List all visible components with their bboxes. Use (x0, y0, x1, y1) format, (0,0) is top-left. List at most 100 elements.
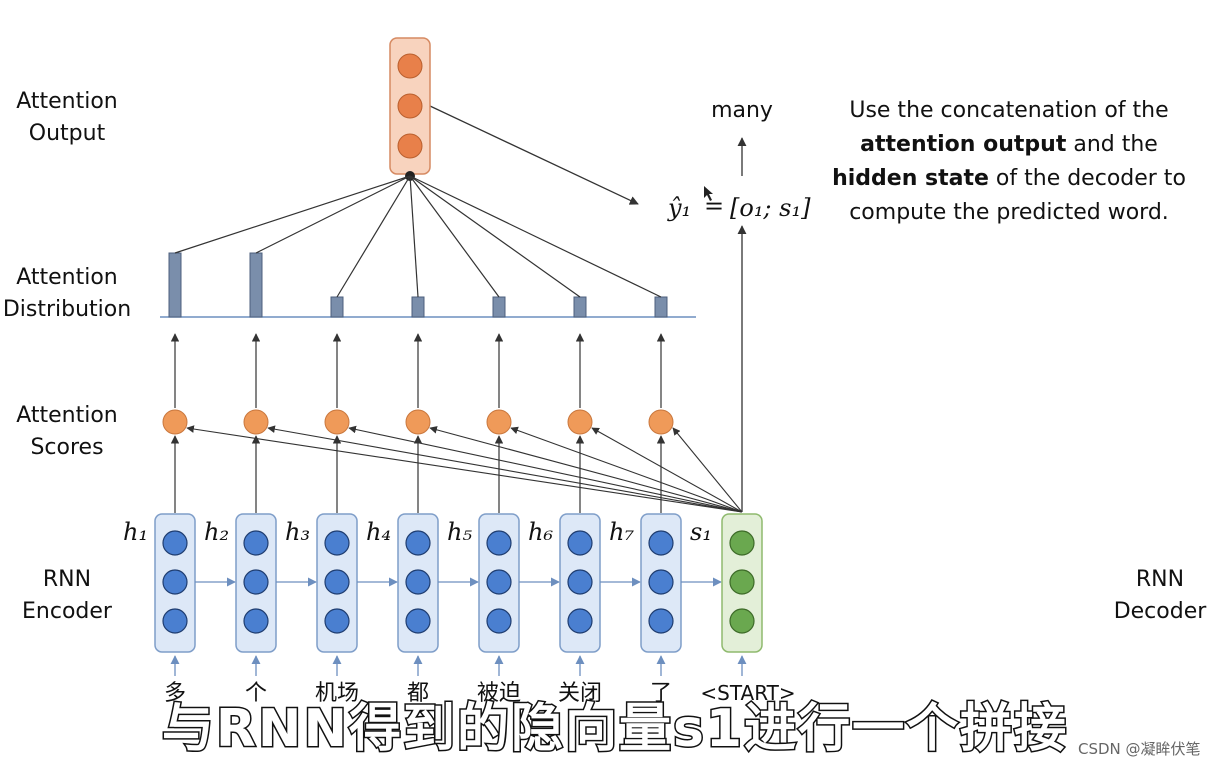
encoder-unit-dot (486, 608, 512, 634)
encoder-unit-dot (648, 530, 674, 556)
watermark: CSDN @凝眸伏笔 (1078, 740, 1201, 758)
attention-output-label-line1: Attention (16, 89, 118, 114)
encoder-unit-dot (162, 569, 188, 595)
decoder-to-score-arrow (591, 427, 743, 513)
video-subtitle: 与RNN得到的隐向量s1进行一个拼接 (160, 698, 1069, 761)
attention-output-label: Attention Output (0, 86, 134, 150)
encoder-unit-dot (324, 530, 350, 556)
hidden-state-label: h₆ (528, 518, 553, 546)
attention-score-dot (567, 409, 593, 435)
encoder-unit-dot (567, 608, 593, 634)
attention-distribution-label-line1: Attention (16, 265, 118, 290)
rnn-decoder-label: RNN Decoder (1100, 564, 1220, 628)
encoder-unit-dot (486, 530, 512, 556)
input-token: 关闭 (558, 681, 602, 706)
attention-score-dot (162, 409, 188, 435)
attention-score-dot (324, 409, 350, 435)
weighted-sum-line (409, 175, 419, 298)
attention-output-label-line2: Output (28, 121, 106, 146)
explanation-note: Use the concatenation of the attention o… (824, 94, 1194, 230)
attention-output-dot (397, 93, 423, 119)
equation-rhs: [o₁; s₁] (730, 194, 811, 222)
note-text-2: and the (1073, 132, 1158, 157)
attention-weight-bar (573, 296, 587, 318)
weighted-sum-line (174, 175, 411, 254)
attention-score-dot (405, 409, 431, 435)
attention-distribution-label: Attention Distribution (0, 262, 134, 326)
weighted-sum-line (336, 175, 411, 298)
hidden-state-label: h₃ (285, 518, 310, 546)
weighted-sum-line (255, 175, 411, 254)
decoder-to-score-arrow (510, 426, 743, 513)
encoder-unit-dot (648, 569, 674, 595)
attention-distribution-label-line2: Distribution (2, 297, 132, 322)
equation-equals: = (704, 192, 724, 220)
hidden-state-label: h₅ (447, 518, 472, 546)
attention-scores-label-line2: Scores (30, 435, 104, 460)
rnn-encoder-label-line2: Encoder (22, 599, 112, 624)
encoder-unit-dot (405, 569, 431, 595)
decoder-to-score-arrow (429, 426, 743, 513)
attention-scores-label-line1: Attention (16, 403, 118, 428)
attention-weight-bar (492, 296, 506, 318)
note-bold-1: attention output (860, 132, 1067, 157)
hidden-state-label: h₇ (609, 518, 634, 546)
attention-weight-bar (411, 296, 425, 318)
output-word: many (711, 98, 773, 123)
equation: ŷ₁ = [o₁; s₁] (667, 192, 811, 222)
decoder-unit-dot (729, 608, 755, 634)
note-text-1: Use the concatenation of the (849, 98, 1169, 123)
encoder-unit-dot (243, 569, 269, 595)
decoder-to-score-arrow (267, 425, 743, 513)
decoder-state-label: s₁ (690, 518, 712, 546)
input-token: 都 (407, 681, 429, 706)
encoder-unit-dot (648, 608, 674, 634)
attention-weight-bar (168, 252, 182, 318)
encoder-unit-dot (567, 569, 593, 595)
encoder-unit-dot (324, 608, 350, 634)
encoder-unit-dot (405, 608, 431, 634)
attention-weight-bar (249, 252, 263, 318)
rnn-decoder-label-line1: RNN (1135, 567, 1185, 592)
hidden-state-label: h₁ (123, 518, 148, 546)
encoder-unit-dot (162, 608, 188, 634)
attention-weight-bar (330, 296, 344, 318)
attention-output-dot (397, 53, 423, 79)
input-token: 多 (164, 681, 186, 706)
note-text-3: of the decoder to compute the predicted … (849, 166, 1186, 225)
cursor-icon (704, 186, 713, 201)
decoder-to-score-arrow (672, 427, 743, 513)
input-token: 机场 (315, 681, 359, 706)
hidden-state-label: h₂ (204, 518, 229, 546)
encoder-unit-dot (243, 608, 269, 634)
attention-scores-label: Attention Scores (0, 400, 134, 464)
attention-network: 多 h₁ 个 h₂ 机场 h₃ 都 h₄ 被迫 h₅ 关闭 h₆ 了 h₇ <START> s₁ (123, 175, 796, 706)
attention-score-dot (243, 409, 269, 435)
decoder-unit-dot (729, 530, 755, 556)
output-to-prediction-arrow (429, 105, 639, 205)
weighted-sum-line (409, 175, 662, 298)
encoder-unit-dot (162, 530, 188, 556)
weighted-sum-line (409, 175, 500, 298)
rnn-encoder-label-line1: RNN (42, 567, 92, 592)
input-token: 个 (245, 681, 267, 706)
note-bold-2: hidden state (832, 166, 989, 191)
decoder-to-score-arrow (186, 425, 743, 513)
attention-score-dot (648, 409, 674, 435)
decoder-unit-dot (729, 569, 755, 595)
hidden-state-label: h₄ (366, 518, 391, 546)
attention-output-dot (397, 133, 423, 159)
encoder-unit-dot (486, 569, 512, 595)
attention-score-dot (486, 409, 512, 435)
attention-weight-bar (654, 296, 668, 318)
input-token: 被迫 (477, 681, 521, 706)
encoder-unit-dot (243, 530, 269, 556)
decoder-start-token: <START> (700, 681, 795, 705)
input-token: 了 (650, 681, 672, 706)
weighted-sum-line (409, 175, 581, 298)
equation-lhs: ŷ₁ (667, 194, 691, 222)
encoder-unit-dot (405, 530, 431, 556)
encoder-unit-dot (324, 569, 350, 595)
rnn-decoder-label-line2: Decoder (1113, 599, 1207, 624)
